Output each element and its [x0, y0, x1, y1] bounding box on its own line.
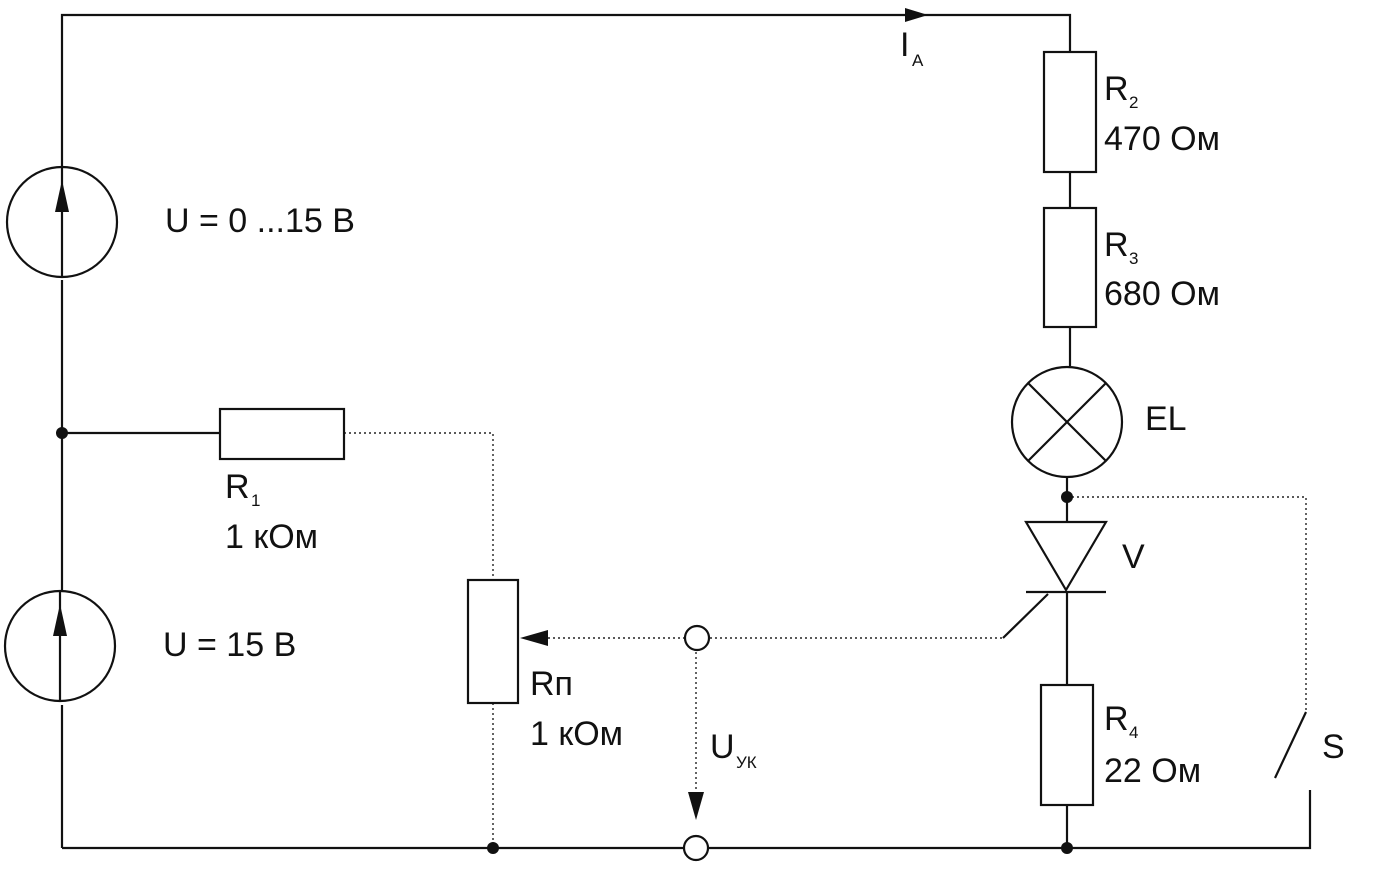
- r2-name-sub: 2: [1129, 93, 1138, 112]
- junctions: [56, 427, 1073, 854]
- junction-dot: [1061, 491, 1073, 503]
- terminal-bottom: [682, 834, 710, 862]
- wiper-arrow-icon: [520, 630, 548, 646]
- control-voltage-name: U: [710, 728, 735, 766]
- voltage-source-variable: U = 0 ...15 В: [5, 165, 355, 279]
- thyristor-v: V: [1024, 520, 1145, 594]
- r4-value: 22 Ом: [1104, 752, 1201, 790]
- junction-dot: [487, 842, 499, 854]
- r1-value: 1 кОм: [225, 518, 318, 556]
- voltage-source-fixed: U = 15 В: [3, 589, 296, 703]
- wire-bottom-rail-right: [708, 790, 1312, 850]
- control-voltage: U УК: [682, 624, 757, 862]
- r4-name: R: [1104, 700, 1129, 738]
- potentiometer-rp: Rп 1 кОм: [466, 578, 623, 753]
- switch-blade: [1274, 711, 1307, 779]
- resistor-r1-body: [218, 407, 346, 461]
- r1-name: R: [225, 468, 250, 506]
- switch-label: S: [1322, 728, 1345, 766]
- r1-name-sub: 1: [251, 491, 260, 510]
- current-arrow: I A: [900, 8, 928, 70]
- terminal-top: [683, 624, 711, 652]
- control-voltage-sub: УК: [736, 753, 757, 772]
- switch-s: S: [1274, 711, 1345, 779]
- r4-name-sub: 4: [1129, 723, 1138, 742]
- source1-label: U = 0 ...15 В: [165, 202, 355, 240]
- resistor-r3-body: [1042, 206, 1098, 329]
- potentiometer-body: [466, 578, 520, 705]
- lamp-cross-line: [1027, 382, 1107, 462]
- wire-top-rail: [60, 13, 1072, 185]
- rp-value: 1 кОм: [530, 715, 623, 753]
- r3-value: 680 Ом: [1104, 275, 1220, 313]
- up-arrow-icon: [53, 604, 67, 636]
- rp-name: Rп: [530, 665, 573, 703]
- source2-label: U = 15 В: [163, 626, 296, 664]
- resistor-r1: R 1 1 кОм: [218, 407, 346, 556]
- lamp-label: EL: [1145, 400, 1187, 438]
- r3-name: R: [1104, 226, 1129, 264]
- resistor-r4-body: [1039, 683, 1095, 807]
- resistor-r2: R 2 470 Ом: [1042, 50, 1220, 174]
- current-label: I: [900, 26, 909, 64]
- lamp-el: EL: [1010, 365, 1187, 479]
- r2-name: R: [1104, 70, 1129, 108]
- wire-r1-right: [344, 432, 494, 580]
- down-arrow-icon: [688, 792, 704, 820]
- wire-gate-lead: [1002, 593, 1049, 639]
- current-label-sub: A: [912, 51, 924, 70]
- thyristor-triangle: [1024, 520, 1108, 593]
- wires: [60, 13, 1312, 850]
- junction-dot: [56, 427, 68, 439]
- junction-dot: [1061, 842, 1073, 854]
- r2-value: 470 Ом: [1104, 120, 1220, 158]
- up-arrow-icon: [55, 180, 69, 212]
- resistor-r4: R 4 22 Ом: [1039, 683, 1201, 807]
- resistor-r2-body: [1042, 50, 1098, 174]
- current-arrowhead-icon: [905, 8, 928, 22]
- r3-name-sub: 3: [1129, 249, 1138, 268]
- thyristor-label: V: [1122, 538, 1145, 576]
- resistor-r3: R 3 680 Ом: [1042, 206, 1220, 329]
